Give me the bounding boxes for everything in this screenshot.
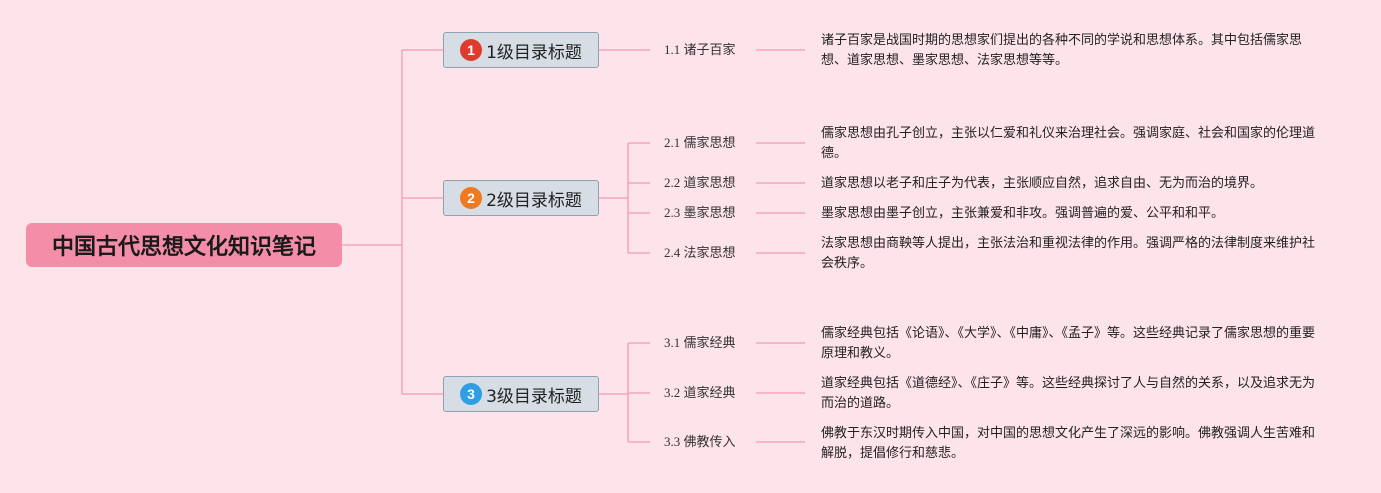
topic-3[interactable]: 3 3级目录标题 xyxy=(443,376,599,412)
note-3-3: 佛教于东汉时期传入中国，对中国的思想文化产生了深远的影响。佛教强调人生苦难和解脱… xyxy=(821,426,1316,461)
subtopic-2-1[interactable]: 2.1 儒家思想 xyxy=(664,135,736,150)
topic-1[interactable]: 1 1级目录标题 xyxy=(443,32,599,68)
root-topic[interactable]: 中国古代思想文化知识笔记 xyxy=(26,223,342,267)
subtopic-3-1[interactable]: 3.1 儒家经典 xyxy=(664,335,736,350)
subtopic-3-3[interactable]: 3.3 佛教传入 xyxy=(664,434,736,449)
note-1-1: 诸子百家是战国时期的思想家们提出的各种不同的学说和思想体系。其中包括儒家思想、道… xyxy=(821,33,1303,68)
note-2-3: 墨家思想由墨子创立，主张兼爱和非攻。强调普遍的爱、公平和和平。 xyxy=(821,206,1225,221)
number-2-icon: 2 xyxy=(460,187,483,209)
note-3-1: 儒家经典包括《论语》、《大学》、《中庸》、《孟子》等。这些经典记录了儒家思想的重… xyxy=(821,326,1316,361)
note-3-2: 道家经典包括《道德经》、《庄子》等。这些经典探讨了人与自然的关系，以及追求无为而… xyxy=(821,376,1316,411)
number-3-icon: 3 xyxy=(460,383,483,405)
note-2-2: 道家思想以老子和庄子为代表，主张顺应自然，追求自由、无为而治的境界。 xyxy=(821,176,1264,191)
note-2-1: 儒家思想由孔子创立，主张以仁爱和礼仪来治理社会。强调家庭、社会和国家的伦理道德。 xyxy=(821,126,1316,161)
subtopic-3-2[interactable]: 3.2 道家经典 xyxy=(664,385,736,400)
topic-2[interactable]: 2 2级目录标题 xyxy=(443,180,599,216)
topic-label: 1级目录标题 xyxy=(486,42,582,63)
number-1-icon: 1 xyxy=(460,39,483,61)
root-title: 中国古代思想文化知识笔记 xyxy=(51,235,316,260)
topic-label: 2级目录标题 xyxy=(486,190,582,211)
subtopic-1-1[interactable]: 1.1 诸子百家 xyxy=(664,42,736,57)
subtopic-2-4[interactable]: 2.4 法家思想 xyxy=(664,245,736,260)
topic-label: 3级目录标题 xyxy=(486,386,582,407)
subtopic-2-3[interactable]: 2.3 墨家思想 xyxy=(664,205,736,220)
note-2-4: 法家思想由商鞅等人提出，主张法治和重视法律的作用。强调严格的法律制度来维护社会秩… xyxy=(821,236,1316,271)
subtopic-2-2[interactable]: 2.2 道家思想 xyxy=(664,175,736,190)
